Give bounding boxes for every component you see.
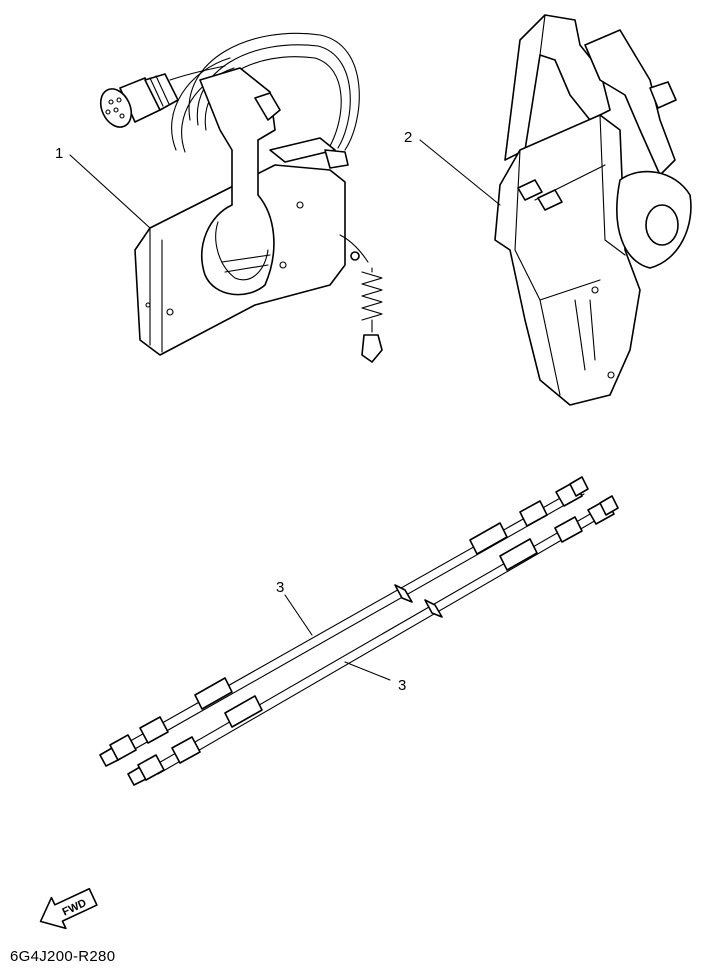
callout-1-label: 1 xyxy=(55,145,63,162)
callout-1: 1 xyxy=(55,145,151,229)
callout-2: 2 xyxy=(404,129,501,206)
callout-3b: 3 xyxy=(344,661,406,694)
part-1-side-mount-remote-control xyxy=(99,32,383,363)
callout-2-label: 2 xyxy=(404,129,412,146)
diagram-code: 6G4J200-R280 xyxy=(10,948,116,965)
callout-3b-label: 3 xyxy=(398,677,406,694)
callout-3a-label: 3 xyxy=(276,579,284,596)
part-3-control-cables xyxy=(99,476,619,786)
fwd-arrow-icon: FWD xyxy=(39,887,98,930)
callout-3a: 3 xyxy=(276,579,313,636)
part-2-top-mount-remote-control xyxy=(494,14,692,406)
